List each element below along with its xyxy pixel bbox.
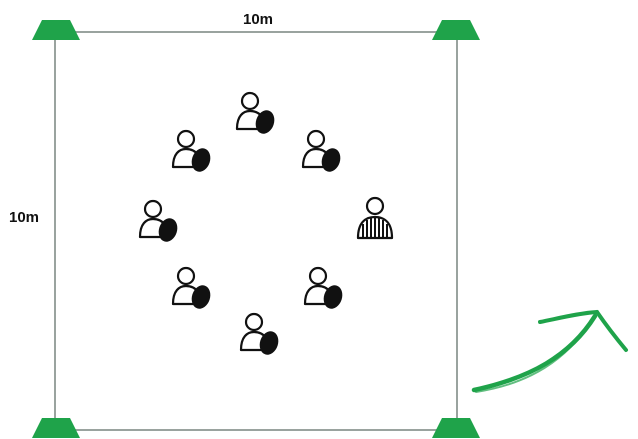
player-icon-6 bbox=[303, 266, 347, 313]
player-icon-1 bbox=[235, 91, 279, 138]
width-label: 10m bbox=[243, 11, 273, 28]
cone-icon-bottom-left bbox=[32, 418, 80, 438]
player-icon-4 bbox=[138, 199, 182, 246]
player-icon-2 bbox=[301, 129, 345, 176]
height-label: 10m bbox=[9, 209, 39, 226]
player-icon-7 bbox=[239, 312, 283, 359]
referee-icon bbox=[356, 196, 394, 240]
cone-icon-top-right bbox=[432, 20, 480, 40]
field-boundary bbox=[54, 31, 458, 431]
cone-icon-top-left bbox=[32, 20, 80, 40]
player-icon-5 bbox=[171, 266, 215, 313]
cone-icon-bottom-right bbox=[432, 418, 480, 438]
curved-arrow-icon bbox=[471, 310, 628, 393]
player-icon-3 bbox=[171, 129, 215, 176]
